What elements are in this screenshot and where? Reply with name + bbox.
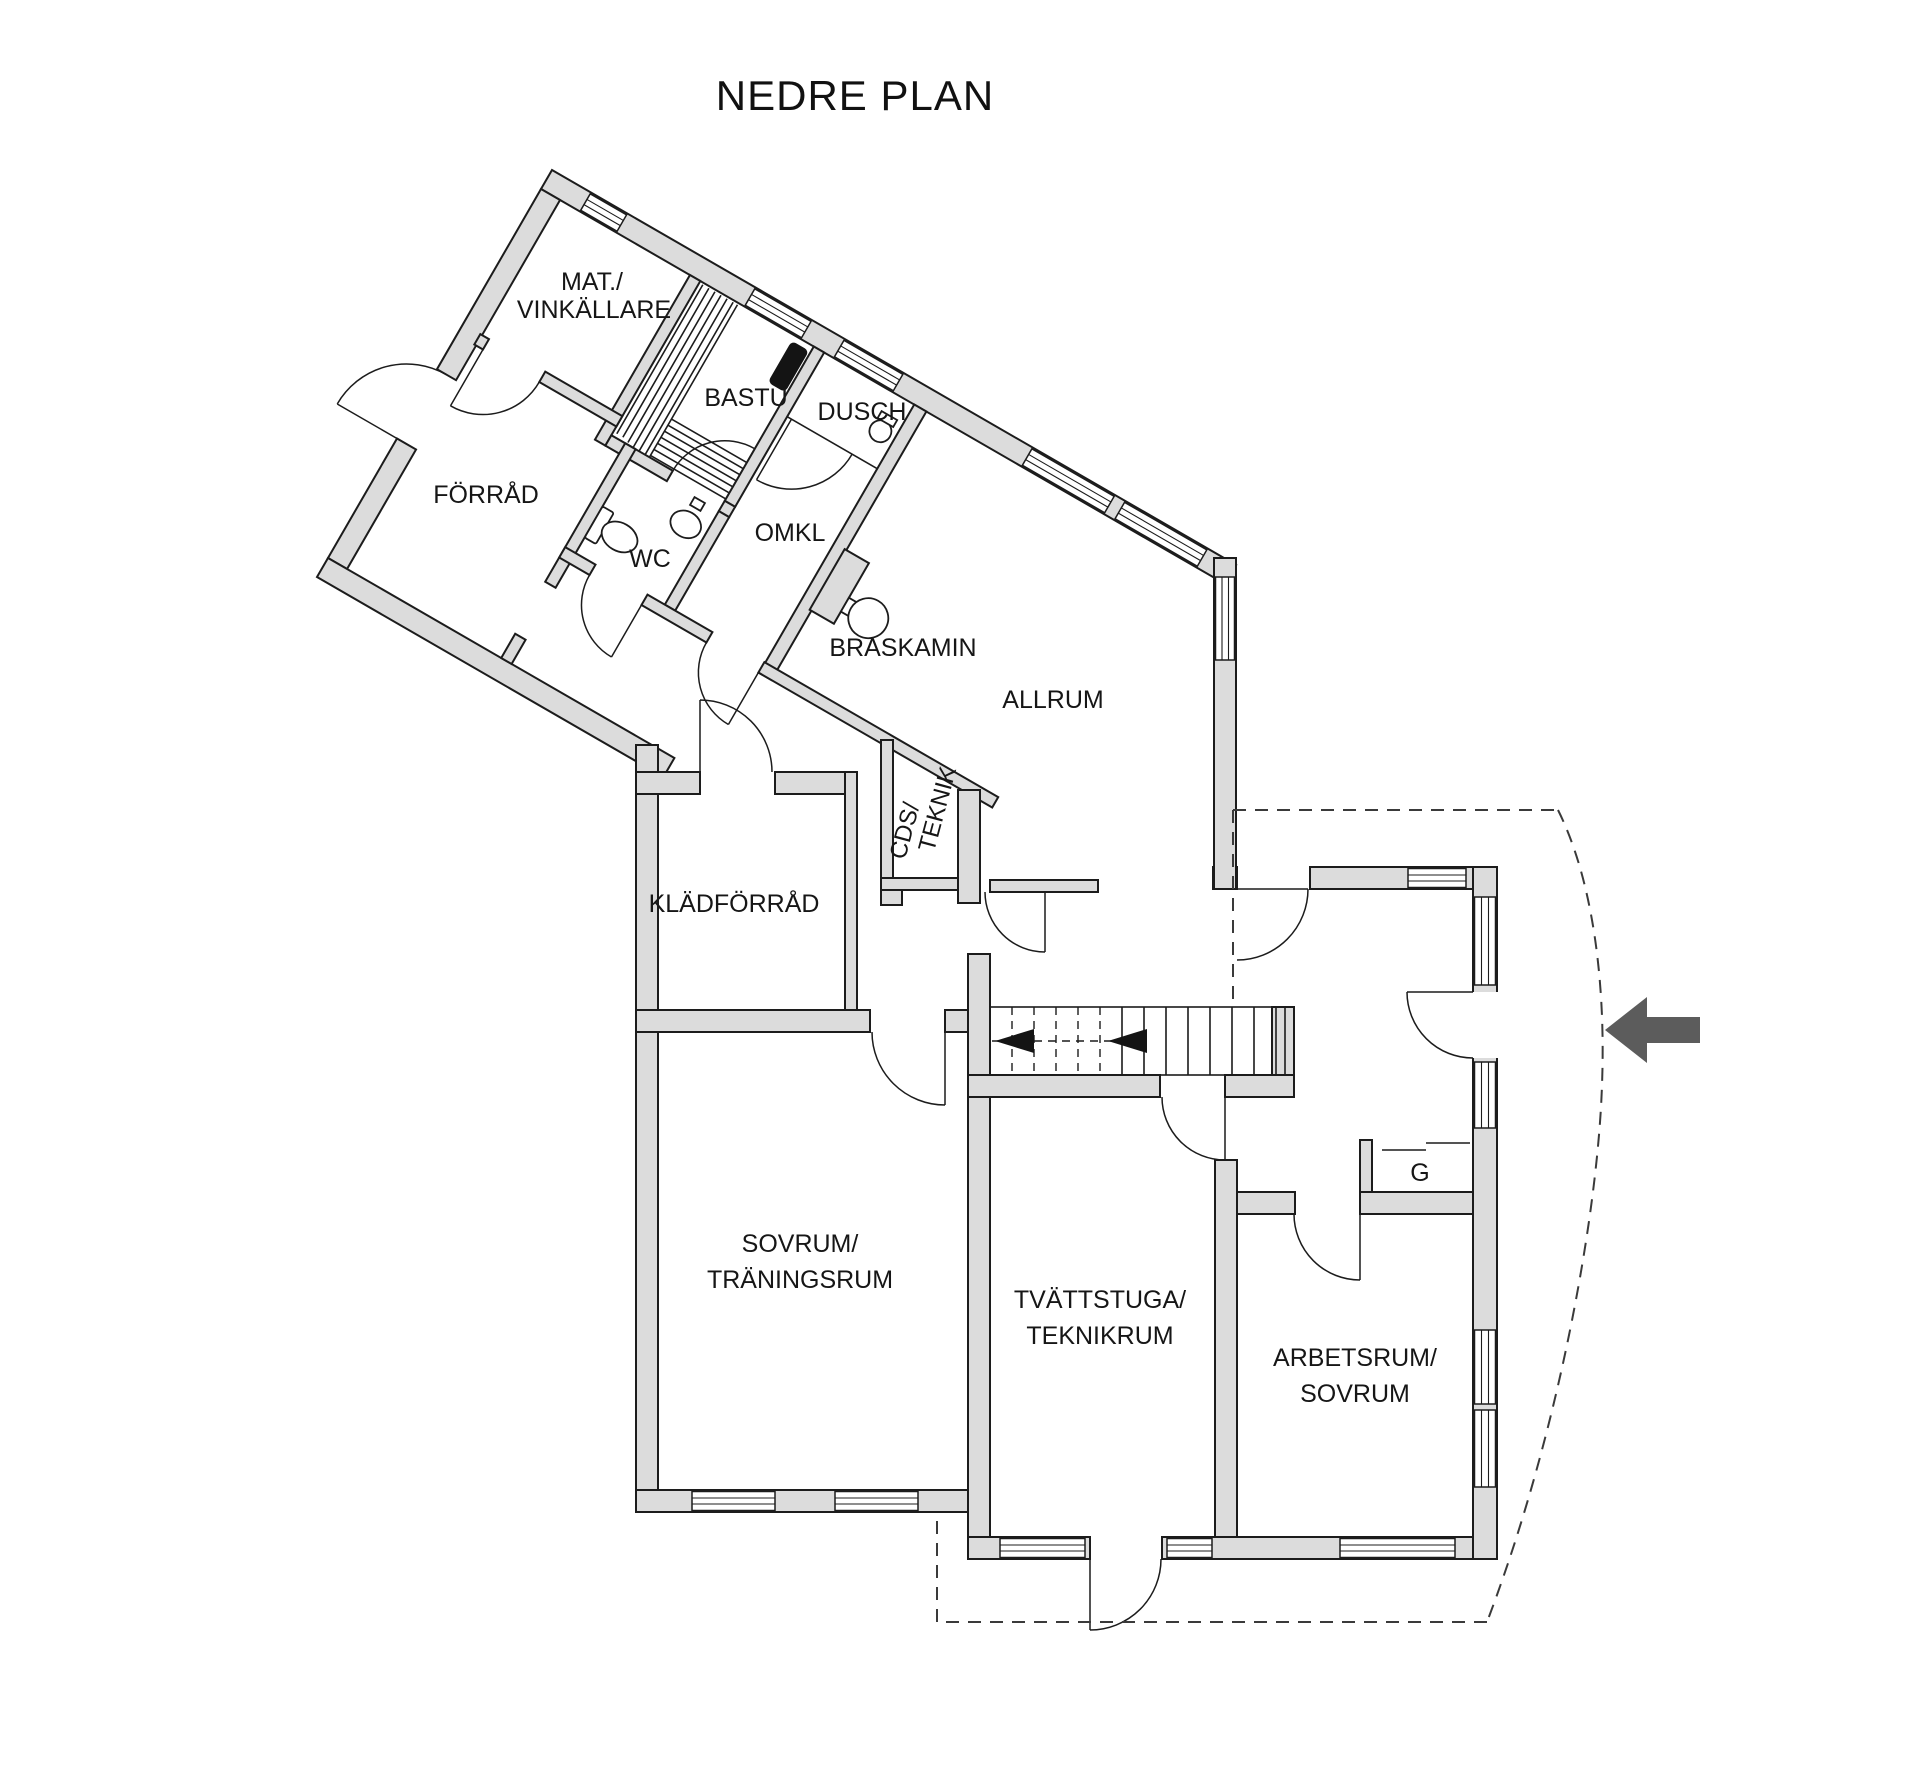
room-label-arbetsrum-line1: ARBETSRUM/	[1273, 1344, 1437, 1372]
wall-cds-stub	[880, 889, 903, 906]
ortho-doors	[699, 699, 1474, 1631]
room-label-tvattstuga-line2: TEKNIKRUM	[1026, 1322, 1173, 1350]
room-label-mat-line1: MAT./	[561, 268, 623, 296]
room-label-dusch: DUSCH	[818, 398, 907, 426]
room-label-sovrum-line1: SOVRUM/	[742, 1230, 859, 1258]
room-label-garderob: G	[1410, 1159, 1429, 1187]
door-allrum-hall	[1236, 888, 1309, 961]
wall-cds-bottom	[880, 877, 959, 891]
room-label-sovrum-line2: TRÄNINGSRUM	[707, 1266, 893, 1294]
wall-stair-bottom-a	[967, 1074, 1161, 1098]
wall-sovrum-bottom	[635, 1489, 991, 1513]
wall-forrad-bottom	[315, 556, 676, 779]
wall-bastu-dusch	[723, 345, 826, 509]
page-title: NEDRE PLAN	[716, 72, 994, 119]
wall-wing-left-upper	[435, 187, 562, 382]
room-label-wc: WC	[629, 545, 671, 573]
wall-row2-b	[640, 593, 714, 644]
shower-partition	[786, 415, 878, 470]
ortho-windows	[691, 576, 1497, 1559]
upper-floor-outline	[936, 809, 1604, 1623]
wing-windows	[579, 192, 1208, 568]
wall-tvatt-right	[1214, 1159, 1238, 1560]
room-label-kladforrad: KLÄDFÖRRÅD	[649, 888, 820, 918]
room-label-tvattstuga-line1: TVÄTTSTUGA/	[1014, 1286, 1186, 1314]
wall-left-ext	[635, 744, 659, 1513]
wing-doors	[336, 349, 853, 726]
room-label-mat-line2: VINKÄLLARE	[517, 296, 671, 324]
wall-cds-right	[957, 789, 981, 904]
room-label-forrad: FÖRRÅD	[433, 479, 539, 509]
wall-forrad-right-lower	[499, 632, 527, 666]
wall-stair-bottom-b	[1224, 1074, 1295, 1098]
wall-mat-bottom-a	[472, 332, 491, 351]
room-label-cds: CDS/ TEKNIK	[885, 757, 962, 869]
door-arbetsrum	[1293, 1213, 1361, 1281]
wall-sovrum-top-a	[635, 1009, 871, 1033]
wood-stove-icon	[808, 547, 890, 640]
room-label-allrum: ALLRUM	[1002, 686, 1103, 714]
staircase	[989, 1006, 1286, 1076]
wall-cds-left	[880, 739, 894, 891]
sauna-heater-icon	[769, 342, 808, 391]
room-label-arbetsrum-line2: SOVRUM	[1300, 1380, 1410, 1408]
room-label-bastu: BASTU	[704, 384, 787, 412]
wall-sovrum-top-b	[944, 1009, 969, 1033]
room-label-braskamin: BRASKAMIN	[829, 634, 976, 662]
wardrobe-shelves-icon	[1382, 1142, 1470, 1151]
wall-stair-half	[989, 879, 1099, 893]
door-tvatt-exterior	[1089, 1558, 1162, 1631]
wall-arb-top-b	[1359, 1191, 1474, 1215]
wall-klad-right	[844, 771, 858, 1011]
wall-mat-bottom-b	[537, 370, 624, 428]
sauna-benches-icon	[616, 284, 748, 500]
wall-mat-bastu	[593, 273, 702, 447]
entrance-arrow-icon	[1605, 997, 1700, 1063]
wall-tvatt-left	[967, 953, 991, 1560]
wall-arb-top-a	[1236, 1191, 1296, 1215]
stair-arrow-icon-1	[995, 1029, 1034, 1053]
sink-icon	[669, 495, 707, 540]
door-stair-hall	[984, 891, 1046, 953]
wall-wing-left-lower	[326, 437, 418, 571]
wall-g-left	[1359, 1139, 1373, 1193]
wall-row2-c	[757, 660, 1000, 809]
toilet-icon	[584, 506, 639, 554]
stair-arrow-icon-2	[1108, 1029, 1147, 1053]
door-tvattstuga	[1161, 1096, 1226, 1161]
door-sovrum	[871, 1031, 946, 1106]
wall-row2-a	[557, 545, 597, 577]
door-entrance	[1406, 991, 1474, 1059]
entrance-opening	[1471, 992, 1499, 1058]
shower-head-icon	[868, 409, 899, 444]
door-kladforrad	[699, 699, 773, 773]
rotated-wing	[315, 168, 1238, 809]
room-label-omkl: OMKL	[755, 519, 826, 547]
wall-klad-top-a	[635, 771, 701, 795]
